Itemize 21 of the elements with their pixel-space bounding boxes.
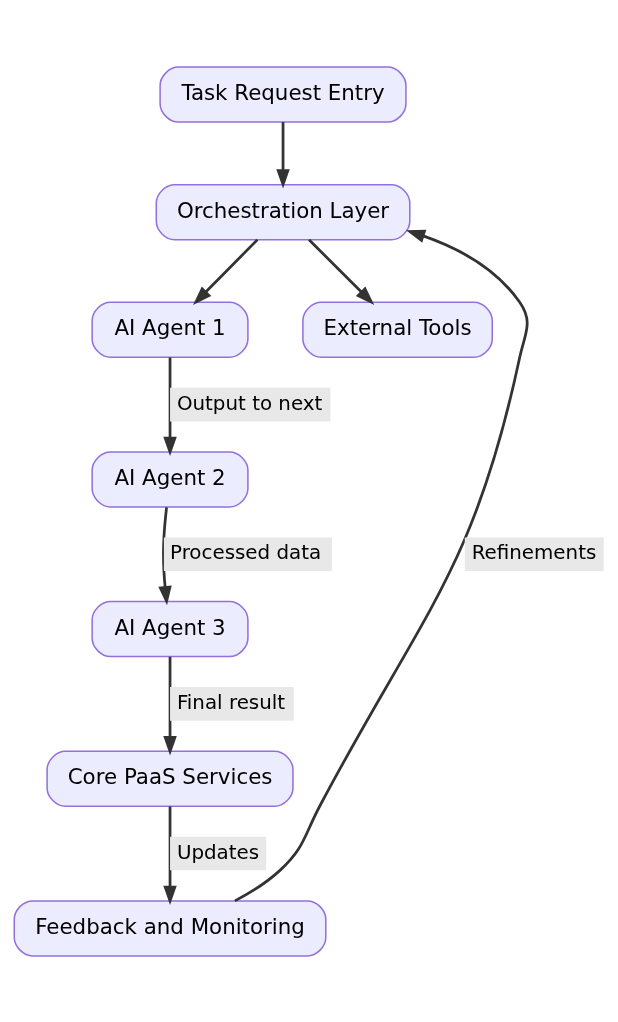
node-box: AI Agent 2 xyxy=(91,450,249,508)
node-box: Task Request Entry xyxy=(159,65,407,123)
arrow xyxy=(234,229,529,902)
arrow xyxy=(158,506,172,605)
node-box: Feedback and Monitoring xyxy=(13,899,327,957)
edge-label: Final result xyxy=(176,690,286,714)
edge-label: Refinements xyxy=(471,540,597,564)
edge-label: Processed data xyxy=(170,540,322,564)
arrow xyxy=(163,656,177,755)
arrow xyxy=(163,806,177,905)
node-box: AI Agent 1 xyxy=(91,301,249,358)
node-box: AI Agent 3 xyxy=(91,600,249,657)
node-box: Core PaaS Services xyxy=(46,750,294,807)
edge-label: Updates xyxy=(176,840,260,864)
arrow xyxy=(276,121,290,189)
node-box: Orchestration Layer xyxy=(155,183,411,240)
arrow xyxy=(163,357,177,456)
edge-label: Output to next xyxy=(176,391,323,415)
node-box: External Tools xyxy=(302,301,493,358)
arrow xyxy=(308,238,375,305)
arrow xyxy=(193,238,259,305)
